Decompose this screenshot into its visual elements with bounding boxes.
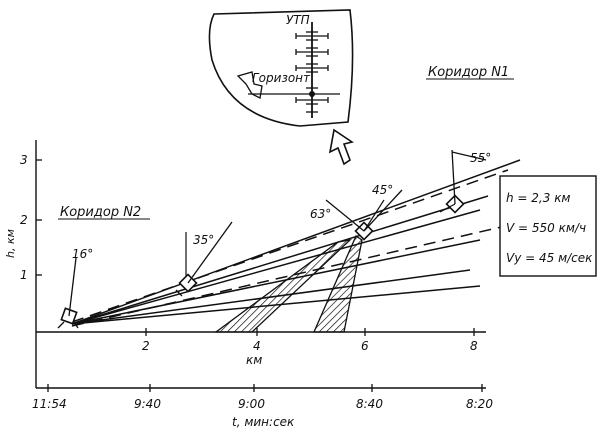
angle-label-55: 55° (470, 151, 491, 165)
angle-pointer-16 (68, 257, 77, 317)
glide-lines (71, 159, 521, 325)
aircraft-markers (57, 149, 487, 329)
y-axis-label: h, км (4, 229, 17, 258)
y-tick-1: 1 (20, 268, 28, 282)
t-tick-840: 8:40 (356, 397, 383, 411)
y-tick-3: 3 (20, 153, 28, 167)
x-tick-8: 8 (470, 339, 478, 353)
pointer-arrow-icon (328, 128, 354, 166)
y-tick-2: 2 (20, 213, 28, 227)
t-axis-label: t, мин:сек (232, 415, 295, 429)
angle-label-63: 63° (310, 207, 331, 221)
hud-frame (208, 9, 354, 127)
hud-center-dot (309, 91, 315, 97)
hud-inset: УТП Горизонт (208, 9, 354, 127)
angle-pointer-55 (451, 149, 456, 205)
hud-label-horizon: Горизонт (252, 71, 311, 85)
angle-label-35: 35° (193, 233, 214, 247)
t-tick-1154: 11:54 (32, 397, 67, 411)
hud-scale-ticks (295, 31, 329, 113)
corridor-n2-label: Коридор N2 (60, 205, 141, 220)
x-axis-label: км (246, 353, 262, 367)
x-tick-2: 2 (142, 339, 150, 353)
t-tick-820: 8:20 (466, 397, 493, 411)
hud-runway-symbol (236, 71, 263, 99)
t-tick-900: 9:00 (238, 397, 265, 411)
angle-pointer-35 (187, 221, 233, 284)
angle-label-45: 45° (372, 183, 393, 197)
params-box (499, 175, 597, 277)
angle-pointer-45 (363, 189, 403, 232)
plot-axes: 3 2 1 h, км 2 4 6 8 км 11:54 9:40 9:00 8… (4, 140, 493, 429)
hatched-sector-left (214, 239, 353, 333)
corridor-n1-label: Коридор N1 (428, 65, 509, 80)
param-v: V = 550 км/ч (506, 221, 586, 235)
t-tick-940: 9:40 (134, 397, 161, 411)
param-vy: Vy = 45 м/сек (506, 251, 593, 265)
hud-label-utp: УТП (286, 13, 310, 27)
x-tick-4: 4 (253, 339, 261, 353)
x-tick-6: 6 (361, 339, 369, 353)
corridor-dashed-lines (71, 169, 511, 327)
angle-pointer-63 (325, 199, 365, 232)
param-h: h = 2,3 км (506, 191, 571, 205)
angle-label-16: 16° (72, 247, 93, 261)
